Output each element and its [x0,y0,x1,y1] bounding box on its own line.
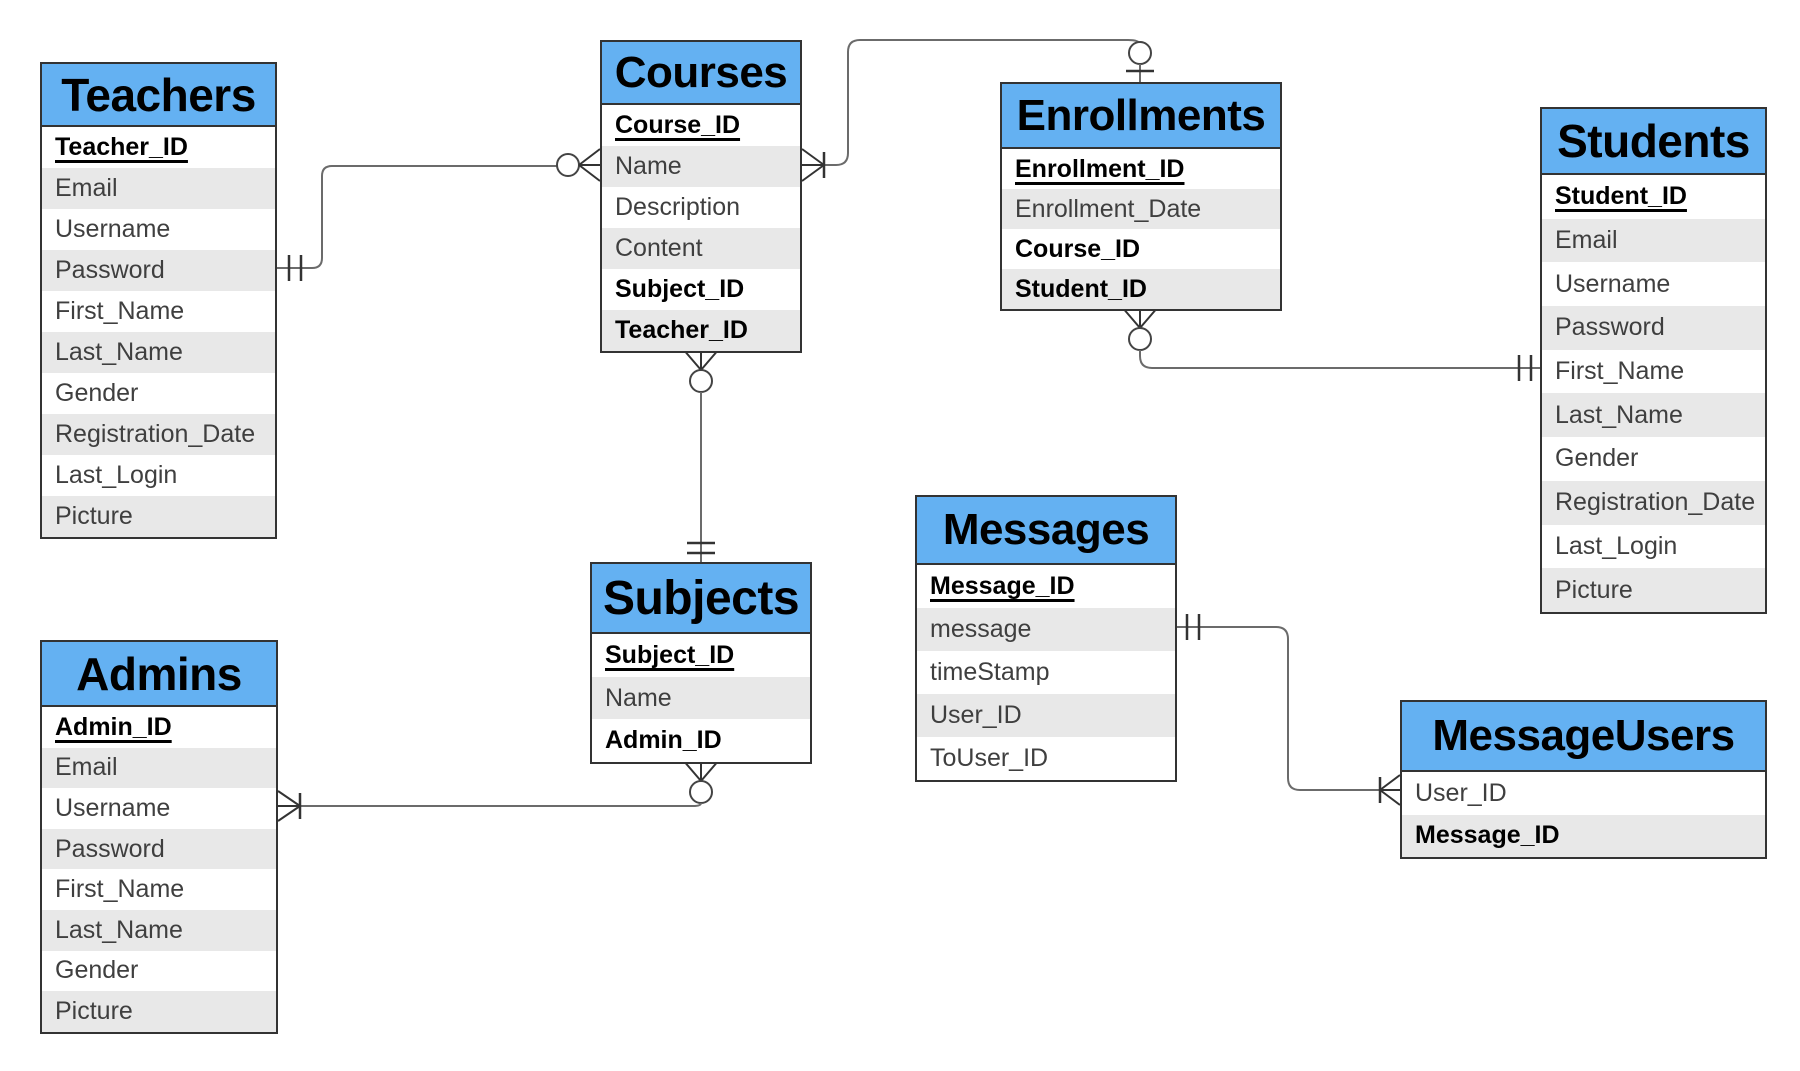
cardinality-one-and-only-one-marker [287,255,303,281]
cardinality-zero-circle-marker [556,153,580,177]
table-row-messages-user_id: User_ID [917,694,1175,737]
table-row-students-last_login: Last_Login [1555,531,1678,560]
cardinality-zero-circle-marker [689,780,713,804]
table-row-messageusers-message_id: Message_ID [1402,814,1765,857]
connector-teachers-courses [277,148,601,281]
table-row-courses-teacher_id: Teacher_ID [602,310,800,351]
connector-messages-messageusers [1177,614,1401,806]
table-row-teachers-password: Password [42,250,275,291]
table-row-teachers-username: Username [55,215,171,243]
cardinality-zero-circle-marker [1128,41,1152,65]
table-row-enrollments-enrollment_date: Enrollment_Date [1002,189,1280,229]
cardinality-one-and-only-one-marker [1517,355,1533,381]
table-title-enrollments: Enrollments [1002,84,1280,149]
table-row-enrollments-student_id: Student_ID [1002,269,1280,309]
table-row-students-registration_date: Registration_Date [1542,480,1765,525]
connector-subjects-admins [277,759,720,822]
table-title-students: Students [1542,109,1765,175]
cardinality-one-and-only-one-marker [1185,614,1201,640]
table-row-students-username: Username [1555,269,1671,298]
table-title-messages: Messages [917,497,1175,565]
table-row-teachers-teacher_id: Teacher_ID [55,133,188,161]
table-row-messages-message: message [917,608,1175,651]
table-row-admins-first_name: First_Name [55,875,185,904]
table-title-courses: Courses [602,42,800,105]
table-row-admins-password: Password [42,828,276,870]
table-row-students-gender: Gender [1555,444,1639,473]
table-row-students-email: Email [1542,218,1765,263]
cardinality-zero-circle-marker [689,369,713,393]
cardinality-many-crow-foot-marker [578,148,601,182]
table-row-messages-timestamp: timeStamp [930,658,1050,686]
table-row-enrollments-course_id: Course_ID [1015,234,1141,263]
table-title-subjects: Subjects [592,564,810,634]
connector-enrollments-students [1121,306,1540,381]
table-row-subjects-admin_id: Admin_ID [605,726,722,755]
table-row-admins-gender: Gender [55,956,139,985]
table-row-admins-admin_id: Admin_ID [55,712,172,741]
table-row-teachers-registration_date: Registration_Date [42,414,275,455]
table-row-enrollments-enrollment_id: Enrollment_ID [1015,154,1185,183]
table-row-students-student_id: Student_ID [1555,182,1687,211]
table-title-teachers: Teachers [42,64,275,127]
cardinality-many-crow-foot-marker [801,148,825,182]
cardinality-many-crow-foot-marker [277,790,301,822]
table-row-teachers-picture: Picture [42,496,275,537]
table-row-teachers-gender: Gender [55,379,139,407]
cardinality-one-and-only-one-marker [687,541,715,555]
table-row-messages-message_id: Message_ID [930,572,1075,600]
table-row-students-password: Password [1542,306,1765,350]
table-row-courses-subject_id: Subject_ID [615,275,745,303]
table-row-messages-touser_id: ToUser_ID [930,744,1049,772]
table-title-admins: Admins [42,642,276,707]
table-row-teachers-email: Email [42,168,275,209]
table-row-courses-course_id: Course_ID [615,111,741,139]
table-row-students-picture: Picture [1542,568,1765,612]
connector-courses-subjects [682,348,720,562]
table-row-subjects-name: Name [592,676,810,720]
table-row-courses-description: Description [615,193,741,221]
table-row-students-first_name: First_Name [1555,357,1685,386]
table-row-admins-username: Username [55,793,171,822]
table-title-messageusers: MessageUsers [1402,702,1765,772]
cardinality-many-crow-foot-marker [1379,774,1401,806]
cardinality-zero-circle-marker [1128,327,1152,351]
table-row-messageusers-user_id: User_ID [1415,778,1507,807]
table-row-students-last_name: Last_Name [1542,393,1765,438]
table-row-courses-content: Content [602,228,800,269]
table-row-teachers-last_name: Last_Name [42,332,275,373]
table-row-admins-last_name: Last_Name [42,909,276,951]
table-row-admins-email: Email [42,747,276,789]
table-row-teachers-last_login: Last_Login [55,461,178,489]
connector-courses-enrollments [801,39,1154,182]
table-row-teachers-first_name: First_Name [55,297,185,325]
table-row-courses-name: Name [602,146,800,187]
table-row-subjects-subject_id: Subject_ID [605,640,735,669]
table-row-admins-picture: Picture [42,991,276,1032]
